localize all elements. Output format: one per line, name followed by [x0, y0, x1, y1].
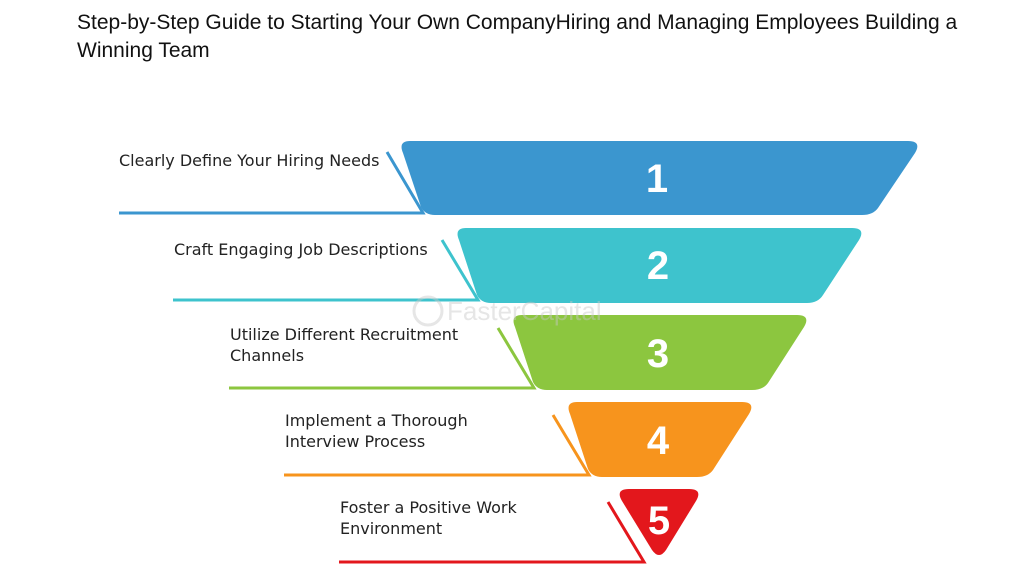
step-2-number: 2 [647, 244, 669, 288]
funnel-step-5: 5 [339, 489, 699, 564]
step-4-pointer-line [284, 414, 592, 477]
step-4-number: 4 [647, 419, 670, 463]
step-3-pointer-line [229, 327, 537, 390]
funnel-step-3: 3 [229, 315, 807, 390]
step-1-label: Clearly Define Your Hiring Needs [119, 151, 380, 170]
funnel-step-4: 4 [284, 402, 752, 477]
watermark-text: FasterCapital [447, 296, 602, 326]
step-5-number: 5 [648, 499, 670, 543]
step-5-label: Foster a Positive Work Environment [340, 498, 517, 538]
funnel-step-1: 1 [119, 141, 918, 215]
funnel-step-2: 2 [173, 228, 862, 303]
step-1-pointer-line [119, 151, 426, 215]
step-2-label: Craft Engaging Job Descriptions [174, 240, 428, 259]
step-2-band [457, 228, 862, 303]
step-3-band [513, 315, 807, 390]
step-3-label: Utilize Different Recruitment Channels [230, 325, 459, 365]
step-5-pointer-line [339, 501, 647, 564]
watermark: FasterCapital [412, 295, 602, 327]
step-3-number: 3 [647, 332, 669, 376]
step-2-pointer-line [173, 239, 481, 302]
watermark-gear-icon [412, 295, 444, 327]
step-1-number: 1 [646, 157, 668, 201]
step-4-label: Implement a Thorough Interview Process [285, 411, 468, 451]
step-1-band [401, 141, 918, 215]
step-4-band [568, 402, 752, 477]
step-5-band [619, 489, 699, 555]
page-title: Step-by-Step Guide to Starting Your Own … [77, 11, 958, 62]
